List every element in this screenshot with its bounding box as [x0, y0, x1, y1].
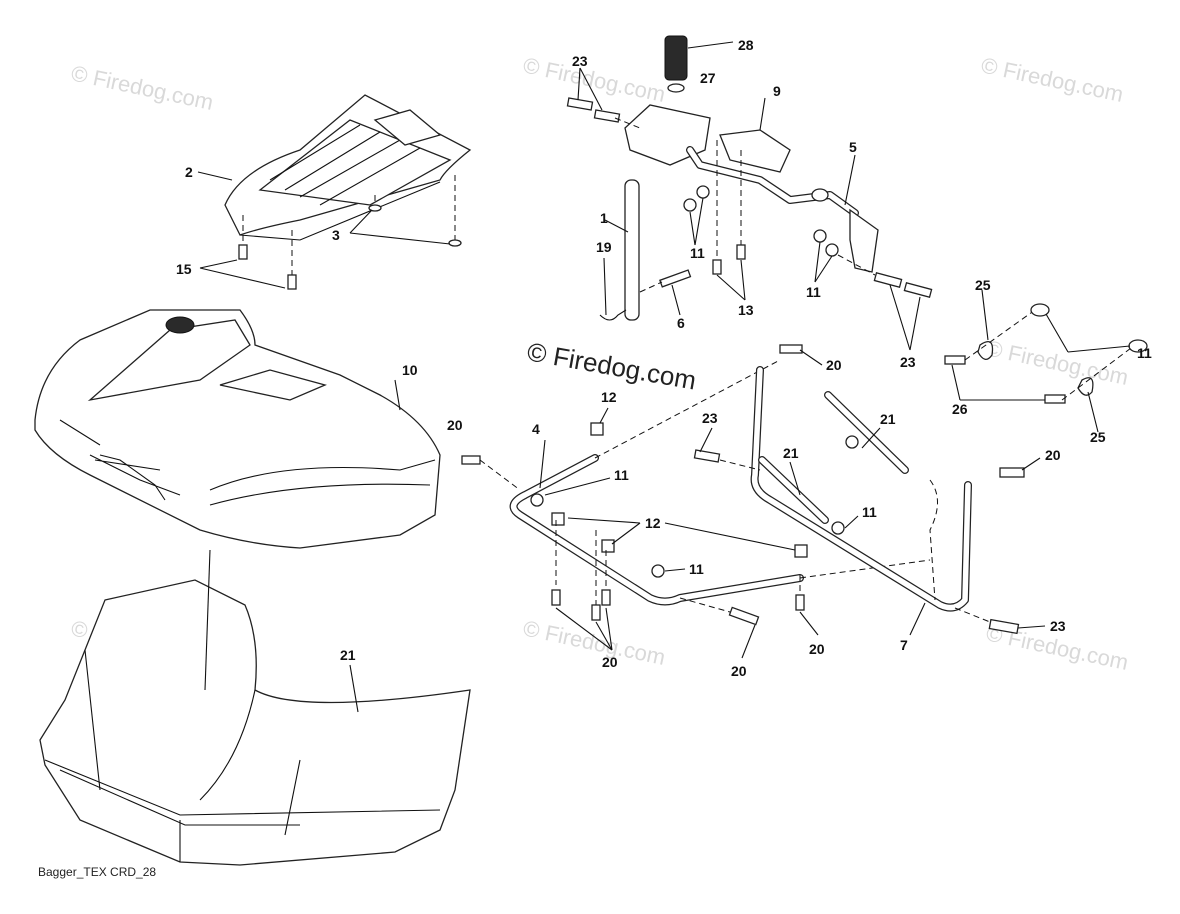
callout-20: 20 — [809, 641, 825, 657]
callout-4: 4 — [532, 421, 540, 437]
callout-23: 23 — [702, 410, 718, 426]
callout-25: 25 — [975, 277, 991, 293]
callout-15: 15 — [176, 261, 192, 277]
watermark: © Firedog.com — [69, 60, 216, 115]
callout-7: 11 — [862, 504, 877, 520]
part-fasteners-3-15 — [197, 171, 462, 290]
callout-7: 11 — [1137, 345, 1152, 361]
callout-28: 28 — [738, 37, 754, 53]
callout-23: 23 — [1050, 618, 1066, 634]
part-hood — [34, 309, 441, 549]
watermark: © Firedog.com — [984, 335, 1131, 390]
callout-21: 21 — [340, 647, 356, 663]
callout-labels: 28 27 23 9 5 2 1 11 19 15 3 25 11 13 6 2… — [176, 37, 1152, 679]
callout-12: 12 — [645, 515, 661, 531]
callout-3: 3 — [332, 227, 340, 243]
watermark: © Firedog.com — [521, 615, 668, 670]
callout-2: 2 — [185, 164, 193, 180]
part-frames — [461, 344, 1046, 659]
callout-11: 21 — [783, 445, 799, 461]
part-lever-assembly — [566, 35, 933, 351]
callout-7: 11 — [614, 467, 629, 483]
watermark: © Firedog.com — [521, 52, 668, 107]
callout-7: 11 — [689, 561, 704, 577]
callout-20: 20 — [602, 654, 618, 670]
callout-27: 27 — [700, 70, 716, 86]
callout-9: 9 — [773, 83, 781, 99]
callout-10: 7 — [900, 637, 908, 653]
callout-7: 11 — [690, 245, 705, 261]
callout-20: 20 — [731, 663, 747, 679]
callout-23: 23 — [572, 53, 588, 69]
callout-23: 23 — [900, 354, 916, 370]
part-bag — [39, 549, 471, 866]
callout-5: 5 — [849, 139, 857, 155]
callout-19: 19 — [596, 239, 612, 255]
callout-1: 1 — [600, 210, 608, 226]
callout-20: 20 — [447, 417, 463, 433]
callout-20: 20 — [826, 357, 842, 373]
callout-11: 21 — [880, 411, 896, 427]
callout-6: 6 — [677, 315, 685, 331]
callout-20: 20 — [1045, 447, 1061, 463]
callout-8: 10 — [402, 362, 418, 378]
part-top-cover — [224, 94, 472, 241]
callout-13: 13 — [738, 302, 754, 318]
callout-7: 11 — [806, 284, 821, 300]
watermark-center: © Firedog.com — [525, 336, 699, 395]
part-pins-25-26 — [944, 289, 1148, 433]
callout-26: 26 — [952, 401, 968, 417]
diagram-caption: Bagger_TEX CRD_28 — [38, 865, 156, 879]
watermark: © Firedog.com — [979, 52, 1126, 107]
callout-25: 25 — [1090, 429, 1106, 445]
callout-12: 12 — [601, 389, 617, 405]
